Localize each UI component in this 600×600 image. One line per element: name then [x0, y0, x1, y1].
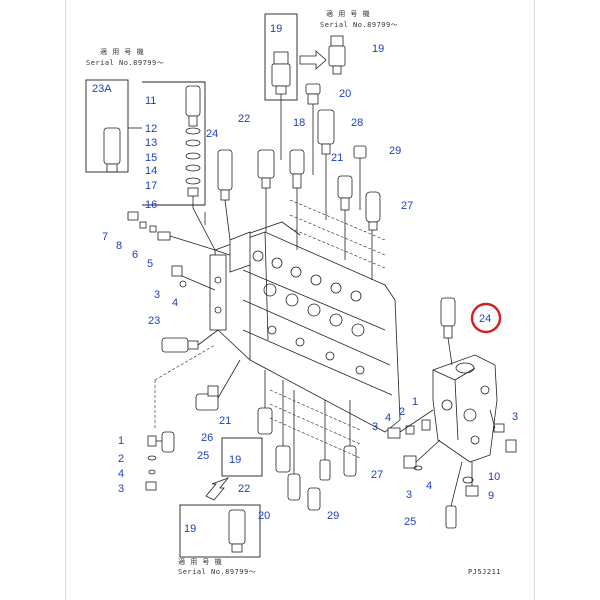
plug-25-left: [161, 431, 175, 453]
side-valve-block: [432, 354, 498, 463]
callout-label: 11: [145, 95, 156, 107]
leader-lines: [154, 94, 496, 507]
valve-11: [185, 85, 201, 127]
callout-labels: 19 19 20 28 18 21 29 22 24 27 23A 11 12 …: [92, 23, 518, 535]
main-valve-body: [209, 221, 401, 433]
callout-label: 28: [351, 117, 363, 129]
cartridge-19-top: [271, 51, 291, 95]
plug-22-top: [257, 149, 275, 189]
callout-label: 7: [102, 231, 108, 243]
serial-note-top: Serial No.89799～: [320, 21, 398, 29]
rings-12-17: [185, 127, 201, 197]
callout-label: 4: [118, 468, 124, 480]
highlighted-callout-label: 24: [479, 313, 491, 325]
callout-label: 18: [293, 117, 305, 129]
callout-label: 20: [258, 510, 270, 522]
plug-3-4-left: [171, 265, 187, 288]
sensor-27-low: [343, 445, 357, 477]
cartridge-19-low: [275, 445, 291, 473]
callout-label: 19: [270, 23, 282, 35]
callout-label: 1: [118, 435, 124, 447]
callout-label: 27: [401, 200, 413, 212]
plug-29-low: [319, 459, 331, 481]
serial-note-left: Serial No.89799～: [86, 59, 164, 67]
highlight-circle: [470, 302, 502, 334]
callout-label: 5: [147, 258, 153, 270]
callout-label: 3: [154, 289, 160, 301]
callout-label: 16: [145, 199, 157, 211]
valve-28: [317, 109, 335, 155]
callout-label: 13: [145, 137, 157, 149]
callout-label: 25: [404, 516, 416, 528]
plug-stack-1-3: [145, 435, 157, 491]
callout-label: 15: [145, 152, 157, 164]
callout-label: 9: [488, 490, 494, 502]
plug-18: [289, 149, 305, 189]
plug-21-top: [337, 175, 353, 211]
callout-label: 6: [132, 249, 138, 261]
applicable-note-left: 適 用 号 機: [100, 47, 144, 56]
callout-label: 4: [172, 297, 178, 309]
callout-label: 19: [229, 454, 241, 466]
callout-label: 23: [148, 315, 160, 327]
serial-note-bottom: Serial No.89799～: [178, 568, 256, 576]
callout-label: 3: [512, 411, 518, 423]
callout-label: 21: [331, 152, 343, 164]
callout-label: 10: [488, 471, 500, 483]
callout-label: 17: [145, 180, 157, 192]
sensor-27-top: [365, 191, 381, 231]
callout-label: 19: [372, 43, 384, 55]
arrow-to-inset-top: [299, 50, 327, 70]
callout-label: 20: [339, 88, 351, 100]
plug-20-low: [307, 487, 321, 511]
callout-label: 23A: [92, 83, 112, 95]
callout-label: 25: [197, 450, 209, 462]
arrow-to-inset-bottom: [205, 477, 230, 501]
plug-29-top: [353, 145, 367, 159]
plug-21-low: [257, 407, 273, 435]
cartridge-19-inset-top: [328, 35, 346, 75]
callout-label: 27: [371, 469, 383, 481]
callout-label: 1: [412, 396, 418, 408]
cartridge-19-inset-low: [228, 509, 246, 553]
valve-24-highlight-part: [440, 297, 456, 339]
callout-label: 22: [238, 113, 250, 125]
plug-20-top: [305, 83, 321, 105]
drawing-code: PJ5J211: [468, 568, 501, 576]
callout-label: 29: [389, 145, 401, 157]
callout-label: 12: [145, 123, 157, 135]
page-frame: [65, 0, 535, 600]
applicable-note-bottom: 適 用 号 機: [178, 557, 222, 566]
callout-label: 3: [118, 483, 124, 495]
callout-label: 3: [406, 489, 412, 501]
parts-right-group: [387, 419, 517, 529]
callout-label: 4: [426, 480, 432, 492]
bracket-boxes: [85, 13, 298, 558]
callout-label: 19: [184, 523, 196, 535]
callout-label: 8: [116, 240, 122, 252]
applicable-note-top: 適 用 号 機: [326, 9, 370, 18]
callout-label: 3: [372, 421, 378, 433]
callout-label: 4: [385, 412, 391, 424]
bolts-7-5: [127, 211, 171, 241]
callout-label: 14: [145, 165, 157, 177]
callout-label: 26: [201, 432, 213, 444]
sensor-23: [161, 337, 199, 353]
callout-label: 2: [118, 453, 124, 465]
cartridge-23A: [103, 127, 121, 173]
callout-label: 2: [399, 406, 405, 418]
plug-22-low: [287, 473, 301, 501]
callout-label: 22: [238, 483, 250, 495]
callout-label: 24: [206, 128, 218, 140]
callout-label: 29: [327, 510, 339, 522]
sensor-26: [195, 385, 219, 411]
valve-24-left: [217, 149, 233, 201]
callout-label: 21: [219, 415, 231, 427]
